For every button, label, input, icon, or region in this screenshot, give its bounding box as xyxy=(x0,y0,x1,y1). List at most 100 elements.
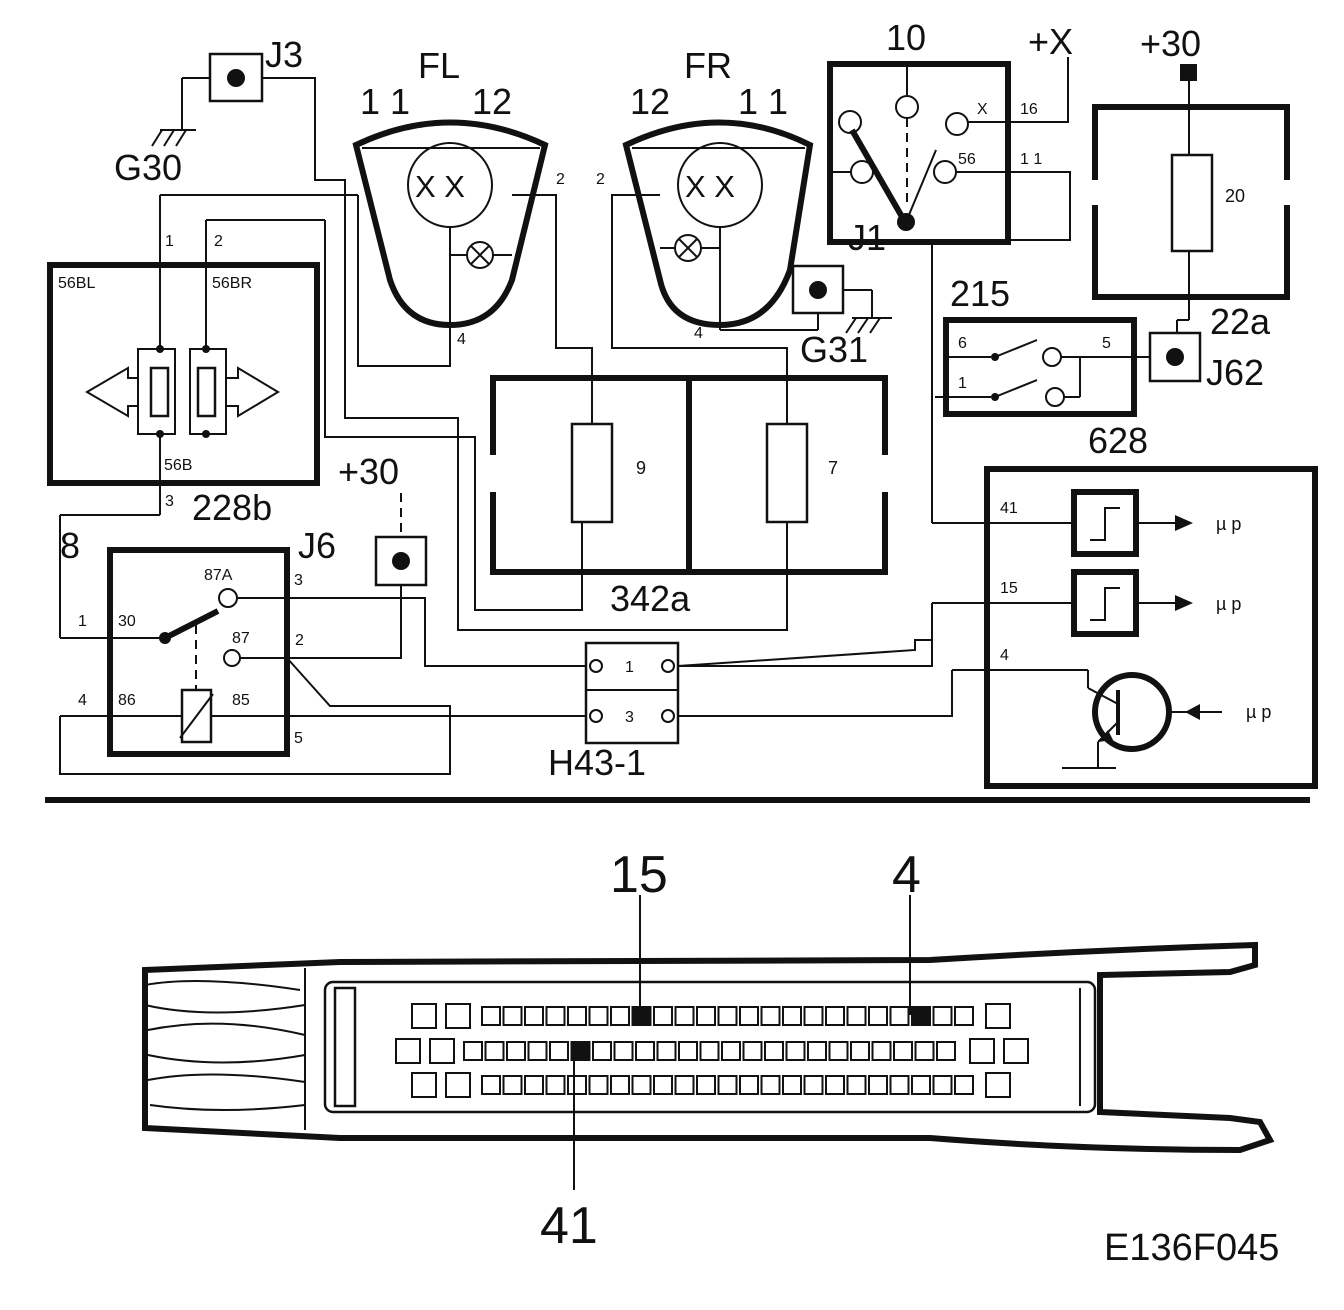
connector-pin xyxy=(567,1075,587,1095)
connector-pin xyxy=(395,1038,421,1064)
fr-label: FR xyxy=(684,45,732,86)
b228-pin-56bl: 56BL xyxy=(58,275,95,292)
connector-pin xyxy=(807,1041,827,1061)
relay-pin-1: 1 xyxy=(78,613,87,630)
j3-label: J3 xyxy=(265,34,303,75)
b228-pin-2: 2 xyxy=(214,233,223,250)
connector-pin xyxy=(674,1075,695,1095)
connector-pin xyxy=(635,1041,655,1061)
fl-pin-12-label: 12 xyxy=(472,81,512,122)
fuse-20-label: 20 xyxy=(1225,186,1245,206)
svg-text:X X: X X xyxy=(685,169,735,204)
connector-pin xyxy=(850,1041,870,1061)
plus30-top-label: +30 xyxy=(1140,23,1201,64)
ecu-pin-4: 4 xyxy=(1000,647,1009,664)
connector-pin xyxy=(545,1006,566,1026)
figure-code: E136F045 xyxy=(1104,1227,1279,1269)
connector-pin xyxy=(411,1003,437,1029)
ecu-connector-view xyxy=(142,941,1275,1154)
connector-pin xyxy=(445,1072,471,1098)
headlamp-fr: X X FR 12 1 1 2 4 xyxy=(596,45,814,342)
connector-pin xyxy=(549,1041,569,1061)
connector-pin xyxy=(696,1006,716,1026)
connector-pin xyxy=(411,1072,437,1098)
connector-pin xyxy=(674,1006,695,1026)
connector-h43-1: 1 3 H43-1 xyxy=(548,641,680,783)
connector-pin xyxy=(969,1038,995,1064)
connector-pin xyxy=(871,1041,892,1061)
connector-pin xyxy=(914,1041,935,1061)
j1-label: J1 xyxy=(848,217,886,258)
h43-pin-1: 1 xyxy=(625,659,634,676)
fr-pin-4: 4 xyxy=(694,325,703,342)
plus30-mid-label: +30 xyxy=(338,451,399,492)
connector-pin xyxy=(699,1041,720,1061)
connector-pin xyxy=(932,1006,953,1026)
connector-pin xyxy=(985,1072,1011,1098)
switch-pin-11: 1 1 xyxy=(1020,151,1042,168)
connector-pin xyxy=(803,1075,824,1095)
connector-pin xyxy=(985,1003,1011,1029)
connector-pin xyxy=(592,1041,612,1061)
unit-228b-label: 228b xyxy=(192,487,272,528)
connector-pin xyxy=(524,1006,544,1026)
connector-pin xyxy=(889,1006,910,1026)
wiring xyxy=(59,57,1071,775)
headlamp-fl: X X FL 1 1 12 2 4 xyxy=(352,45,565,348)
ecu-pin-41: 41 xyxy=(1000,500,1018,517)
connector-pin xyxy=(911,1075,931,1095)
svg-text:X X: X X xyxy=(415,169,465,204)
fl-pin-11-label: 1 1 xyxy=(360,81,410,122)
connector-pin xyxy=(893,1041,913,1061)
connector-pin xyxy=(656,1041,677,1061)
relay-pin-85: 85 xyxy=(232,692,250,709)
fuse-box-342a: 9 7 342a xyxy=(490,375,888,619)
g31-label: G31 xyxy=(800,329,868,370)
connector-pin-15-label: 15 xyxy=(610,846,668,904)
connector-pin xyxy=(445,1003,471,1029)
switch-215-label: 215 xyxy=(950,273,1010,314)
connector-pin xyxy=(889,1075,910,1095)
relay-8-label: 8 xyxy=(60,525,80,566)
relay-8: 8 87A 3 1 30 87 2 4 86 85 5 xyxy=(60,525,304,757)
switch-10-label: 10 xyxy=(886,17,926,58)
connector-pin xyxy=(846,1006,867,1026)
connector-pin xyxy=(631,1075,652,1095)
relay-pin-3: 3 xyxy=(294,572,303,589)
control-module: 41 15 4 µ p µ p µ p xyxy=(932,466,1318,789)
h43-1-label: H43-1 xyxy=(548,742,646,783)
fr-pin-11-label: 1 1 xyxy=(738,81,788,122)
connector-pin xyxy=(932,1075,953,1095)
fl-pin-2: 2 xyxy=(556,171,565,188)
connector-pin xyxy=(588,1006,609,1026)
connector-pin xyxy=(463,1041,483,1061)
connector-pin xyxy=(506,1041,526,1061)
light-switch-10: 10 X 16 56 1 1 +X xyxy=(827,17,1073,245)
ground-connection-j3: J3 G30 xyxy=(114,34,303,188)
switch-215: 215 6 5 1 628 xyxy=(943,273,1150,461)
connector-pin xyxy=(484,1041,505,1061)
fr-pin-12-label: 12 xyxy=(630,81,670,122)
fr-pin-2: 2 xyxy=(596,171,605,188)
connector-pin xyxy=(653,1075,673,1095)
connector-pin xyxy=(527,1041,548,1061)
plus-x-label: +X xyxy=(1028,21,1073,62)
mu-p-output-1: µ p xyxy=(1216,514,1241,534)
connector-pin xyxy=(524,1075,544,1095)
fl-pin-4: 4 xyxy=(457,331,466,348)
connector-pin xyxy=(868,1006,888,1026)
fuse-box-342a-label: 342a xyxy=(610,578,691,619)
connector-pin xyxy=(936,1041,956,1061)
connector-pin xyxy=(653,1006,673,1026)
connector-pin xyxy=(610,1075,630,1095)
pin-grid xyxy=(395,1003,1029,1098)
switch-pin-56: 56 xyxy=(958,151,976,168)
fuse-7-label: 7 xyxy=(828,458,838,478)
connector-pin xyxy=(502,1006,523,1026)
connector-pin xyxy=(846,1075,867,1095)
h43-pin-3: 3 xyxy=(625,709,634,726)
leveling-unit-228b: 1 2 56BL 56BR 56B 3 228b xyxy=(47,194,358,638)
connection-j6: +30 J6 xyxy=(298,451,428,587)
connector-pin xyxy=(954,1006,974,1026)
switch-pin-x: X xyxy=(977,101,988,118)
